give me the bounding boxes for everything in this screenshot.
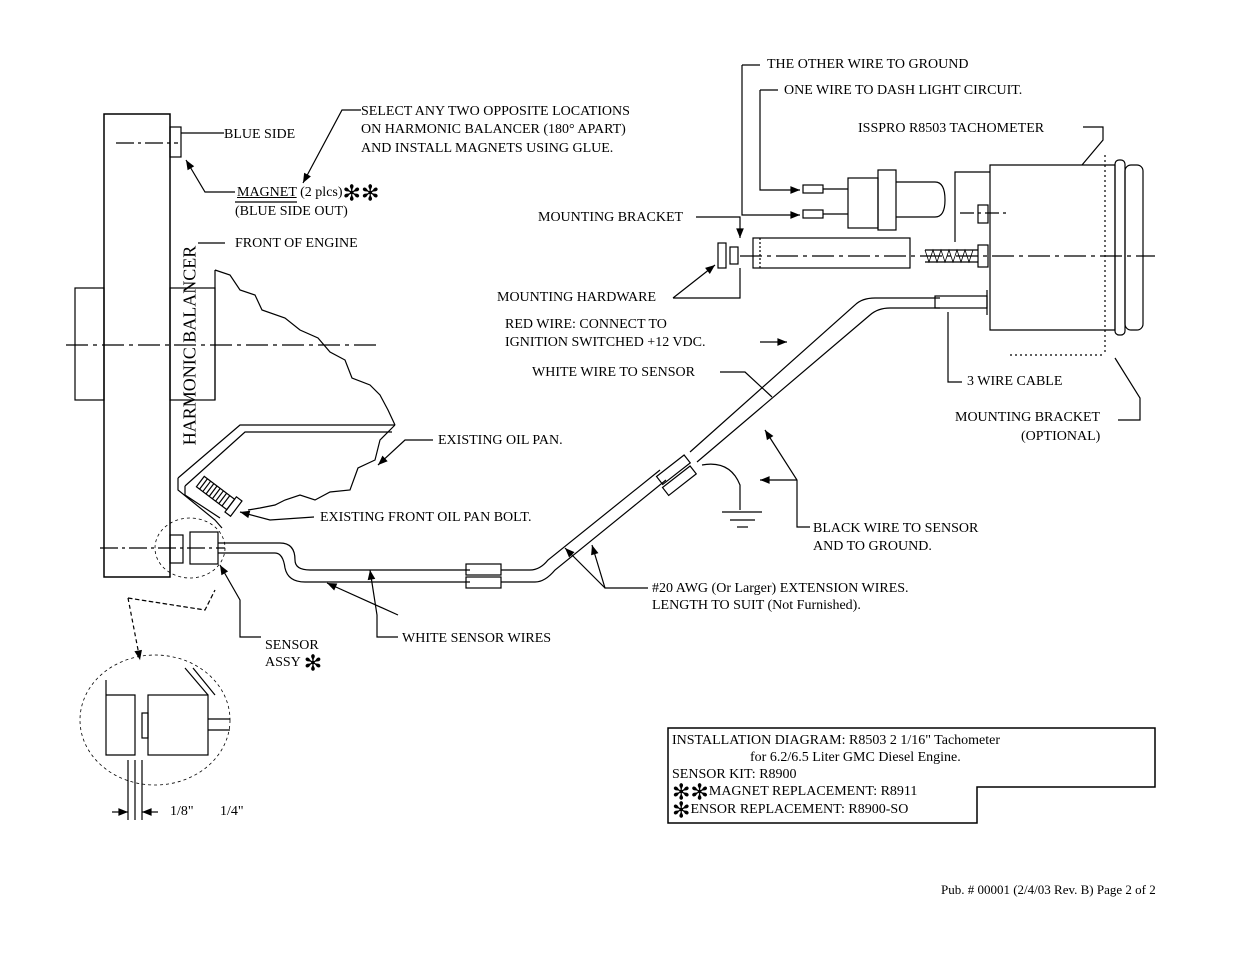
info-box-line1: INSTALLATION DIAGRAM: R8503 2 1/16" Tach… xyxy=(672,733,1001,748)
tachometer-drawing xyxy=(717,155,1155,356)
label-dash-light: ONE WIRE TO DASH LIGHT CIRCUIT. xyxy=(784,83,1023,98)
footer-pub: Pub. # 00001 (2/4/03 Rev. B) Page 2 of 2 xyxy=(941,882,1156,897)
label-dim-quarter: 1/4" xyxy=(220,804,244,819)
single-asterisk-icon: ✻ xyxy=(672,797,691,823)
label-select-3: AND INSTALL MAGNETS USING GLUE. xyxy=(361,141,614,156)
label-magnet-count: (2 plcs) xyxy=(296,185,343,200)
leader-lines xyxy=(185,64,1141,638)
info-box-line3: SENSOR KIT: R8900 xyxy=(672,767,797,782)
label-dim-eighth: 1/8" xyxy=(170,804,194,819)
label-three-wire-cable: 3 WIRE CABLE xyxy=(967,374,1063,389)
double-asterisk-icon: ✻✻ xyxy=(672,779,709,805)
label-mounting-bracket: MOUNTING BRACKET xyxy=(538,210,684,225)
label-mounting-hardware: MOUNTING HARDWARE xyxy=(497,290,657,305)
label-white-sensor-wires: WHITE SENSOR WIRES xyxy=(402,631,552,646)
label-tachometer: ISSPRO R8503 TACHOMETER xyxy=(858,121,1045,136)
sensor-detail-view xyxy=(79,589,231,820)
label-other-wire-ground: THE OTHER WIRE TO GROUND xyxy=(767,57,969,72)
info-box-sensor: ENSOR REPLACEMENT: R8900-SO xyxy=(690,802,909,817)
label-sensor: SENSOR xyxy=(265,638,319,653)
label-harmonic-balancer: HARMONIC BALANCER xyxy=(179,245,200,446)
oil-pan-bolt xyxy=(195,475,243,518)
engine-block-drawing xyxy=(177,269,396,529)
label-red-wire-2: IGNITION SWITCHED +12 VDC. xyxy=(505,335,706,350)
label-magnet: MAGNET (2 plcs)✻✻ xyxy=(237,182,379,204)
label-magnet-word: MAGNET xyxy=(237,185,297,200)
label-existing-oil-pan: EXISTING OIL PAN. xyxy=(438,433,563,448)
label-ext-wires-1: #20 AWG (Or Larger) EXTENSION WIRES. xyxy=(652,581,909,596)
info-box-magnet: MAGNET REPLACEMENT: R8911 xyxy=(708,784,918,799)
label-blue-side: BLUE SIDE xyxy=(224,127,296,142)
sensor-assembly-drawing xyxy=(154,297,940,589)
info-box-line4: ✻✻MAGNET REPLACEMENT: R8911 xyxy=(672,781,918,803)
label-red-wire-1: RED WIRE: CONNECT TO xyxy=(505,317,667,332)
double-asterisk-icon: ✻✻ xyxy=(342,180,380,206)
label-select-2: ON HARMONIC BALANCER (180° APART) xyxy=(361,122,626,137)
info-box-outline xyxy=(667,727,1156,824)
label-optional: (OPTIONAL) xyxy=(1021,429,1101,444)
label-assy-text: ASSY xyxy=(265,655,301,670)
label-existing-bolt: EXISTING FRONT OIL PAN BOLT. xyxy=(320,510,532,525)
label-mounting-bracket-optional: MOUNTING BRACKET xyxy=(955,410,1101,425)
info-box-line2: for 6.2/6.5 Liter GMC Diesel Engine. xyxy=(750,750,961,765)
label-front-engine: FRONT OF ENGINE xyxy=(235,236,358,251)
label-blue-side-out: (BLUE SIDE OUT) xyxy=(235,204,348,219)
label-black-wire-1: BLACK WIRE TO SENSOR xyxy=(813,521,979,536)
label-assy: ASSY ✻ xyxy=(265,652,322,674)
label-white-wire-sensor: WHITE WIRE TO SENSOR xyxy=(532,365,695,380)
label-ext-wires-2: LENGTH TO SUIT (Not Furnished). xyxy=(652,598,861,613)
info-box-line5: ✻ENSOR REPLACEMENT: R8900-SO xyxy=(672,799,909,821)
label-select-1: SELECT ANY TWO OPPOSITE LOCATIONS xyxy=(361,104,630,119)
label-black-wire-2: AND TO GROUND. xyxy=(813,539,932,554)
single-asterisk-icon: ✻ xyxy=(303,650,323,676)
